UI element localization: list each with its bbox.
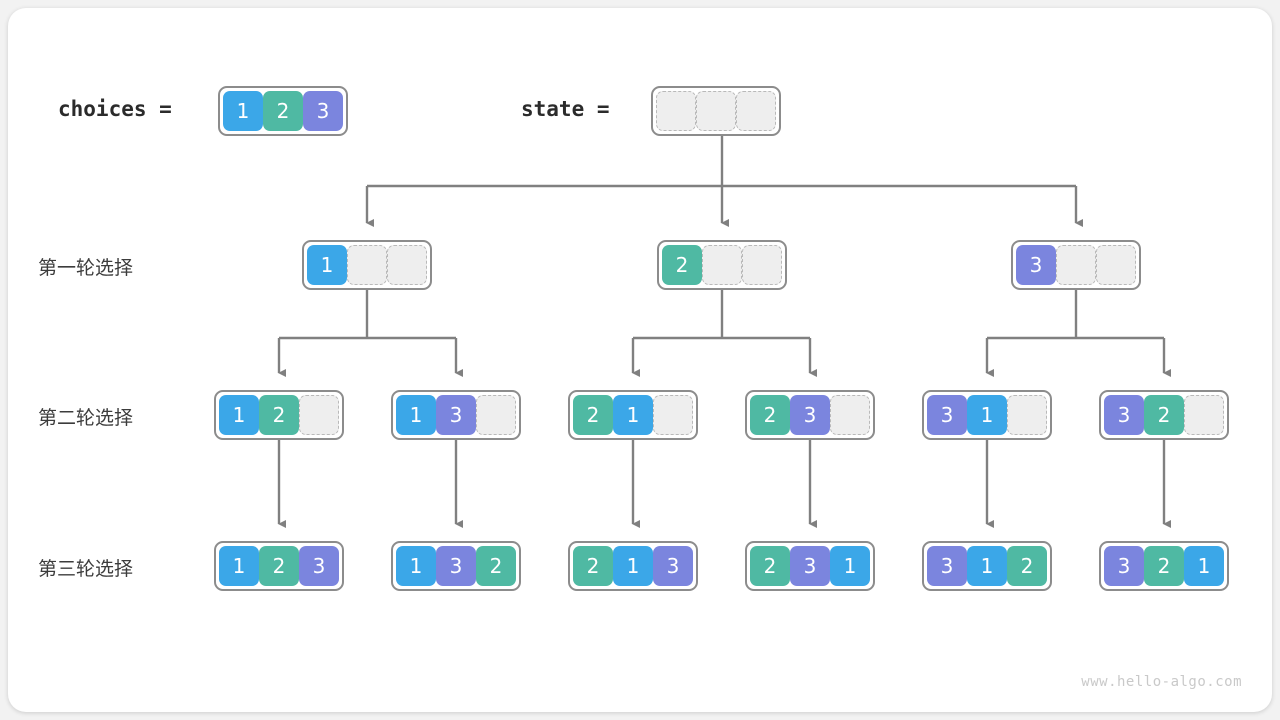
- row-label-1: 第一轮选择: [38, 257, 134, 279]
- value-cell: 3: [927, 395, 967, 435]
- value-cell: 3: [303, 91, 343, 131]
- value-cell: 1: [967, 395, 1007, 435]
- empty-cell: [830, 395, 870, 435]
- empty-cell: [299, 395, 339, 435]
- row-label-2: 第二轮选择: [38, 407, 134, 429]
- value-cell: 1: [396, 395, 436, 435]
- value-cell: 1: [307, 245, 347, 285]
- value-cell: 3: [790, 546, 830, 586]
- value-cell: 3: [927, 546, 967, 586]
- empty-cell: [736, 91, 776, 131]
- watermark: www.hello-algo.com: [1081, 674, 1242, 690]
- value-cell: 3: [299, 546, 339, 586]
- value-cell: 2: [263, 91, 303, 131]
- empty-cell: [702, 245, 742, 285]
- value-cell: 3: [653, 546, 693, 586]
- value-cell: 1: [613, 395, 653, 435]
- value-cell: 1: [223, 91, 263, 131]
- value-cell: 2: [1144, 395, 1184, 435]
- value-cell: 2: [573, 546, 613, 586]
- value-cell: 3: [436, 395, 476, 435]
- empty-cell: [656, 91, 696, 131]
- node-r1-2: 2: [657, 240, 787, 290]
- value-cell: 1: [830, 546, 870, 586]
- empty-cell: [1007, 395, 1047, 435]
- value-cell: 1: [219, 546, 259, 586]
- value-cell: 2: [1144, 546, 1184, 586]
- choices-label: choices =: [58, 97, 172, 121]
- value-cell: 2: [1007, 546, 1047, 586]
- empty-cell: [347, 245, 387, 285]
- value-cell: 2: [476, 546, 516, 586]
- empty-cell: [653, 395, 693, 435]
- node-r1-3: 3: [1011, 240, 1141, 290]
- value-cell: 2: [259, 395, 299, 435]
- value-cell: 2: [750, 546, 790, 586]
- state-label: state =: [521, 97, 610, 121]
- value-cell: 1: [396, 546, 436, 586]
- value-cell: 2: [662, 245, 702, 285]
- value-cell: 3: [436, 546, 476, 586]
- empty-cell: [696, 91, 736, 131]
- value-cell: 1: [613, 546, 653, 586]
- value-cell: 3: [790, 395, 830, 435]
- value-cell: 3: [1104, 546, 1144, 586]
- empty-cell: [742, 245, 782, 285]
- empty-cell: [387, 245, 427, 285]
- value-cell: 3: [1016, 245, 1056, 285]
- value-cell: 1: [967, 546, 1007, 586]
- empty-cell: [1056, 245, 1096, 285]
- empty-cell: [476, 395, 516, 435]
- value-cell: 2: [259, 546, 299, 586]
- value-cell: 3: [1104, 395, 1144, 435]
- node-r1-1: 1: [302, 240, 432, 290]
- value-cell: 1: [219, 395, 259, 435]
- value-cell: 2: [573, 395, 613, 435]
- value-cell: 1: [1184, 546, 1224, 586]
- empty-cell: [1184, 395, 1224, 435]
- value-cell: 2: [750, 395, 790, 435]
- row-label-3: 第三轮选择: [38, 558, 134, 580]
- empty-cell: [1096, 245, 1136, 285]
- state-array: [651, 86, 781, 136]
